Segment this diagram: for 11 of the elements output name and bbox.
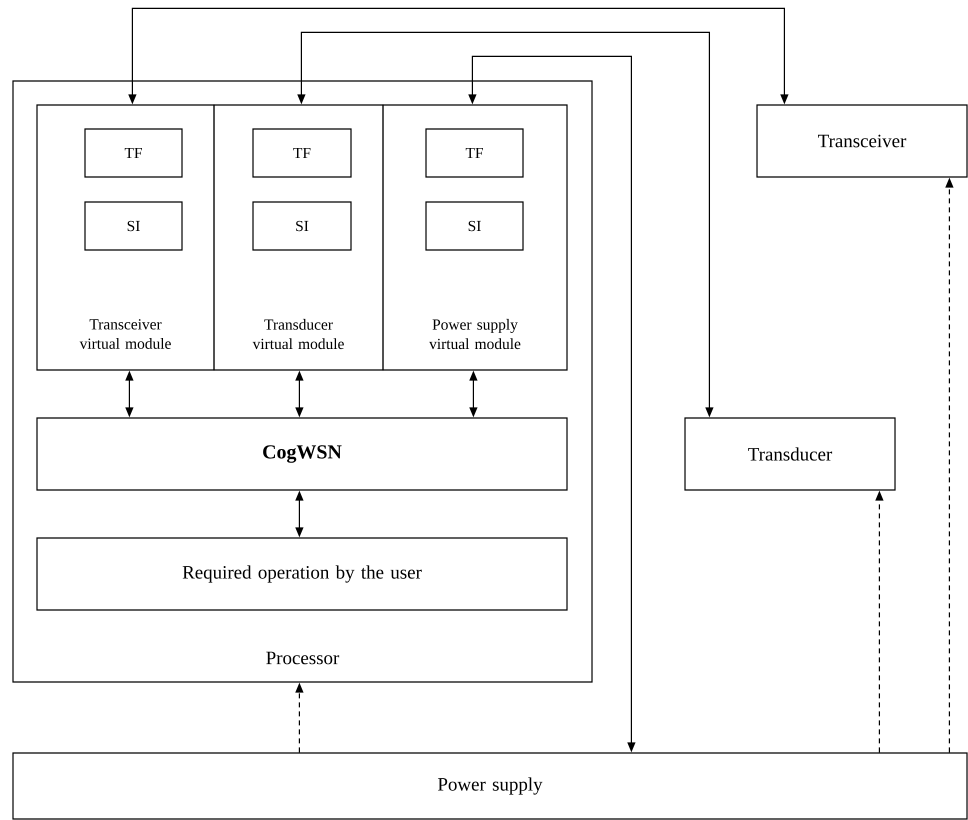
- layer-box: CogWSN: [36, 417, 568, 491]
- function-box: SI: [425, 201, 524, 251]
- function-box: SI: [252, 201, 352, 251]
- component-box: Transducer: [684, 417, 896, 491]
- function-box: TF: [84, 128, 183, 178]
- component-box: Power supply: [12, 752, 968, 820]
- component-box: Transceiver: [756, 104, 968, 178]
- function-box: TF: [425, 128, 524, 178]
- layer-box: Required operation by the user: [36, 537, 568, 611]
- function-box: SI: [84, 201, 183, 251]
- function-box: TF: [252, 128, 352, 178]
